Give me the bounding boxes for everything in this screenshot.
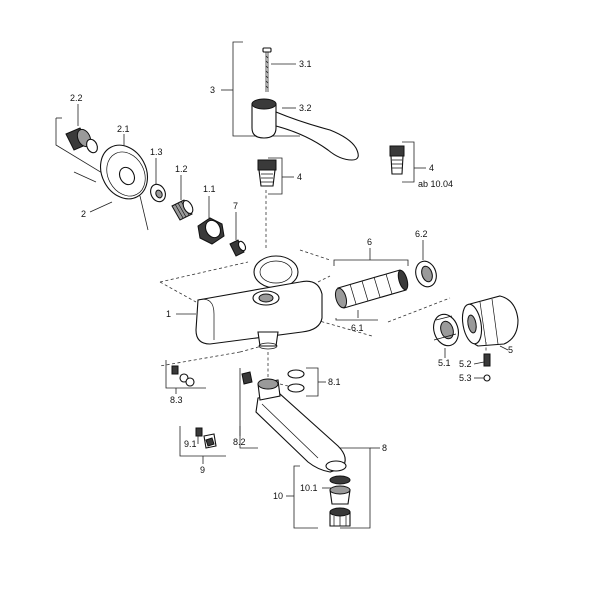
label-8-1: 8.1 xyxy=(328,377,341,387)
label-10: 10 xyxy=(273,491,283,501)
small-parts-1-x: 1.3 1.2 1.1 7 xyxy=(150,147,247,257)
label-1-1: 1.1 xyxy=(203,184,216,194)
cartridge-4-center: 4 xyxy=(257,157,302,250)
screw-3-1 xyxy=(262,47,272,92)
group-6-cartridge: 6 6.1 6.2 xyxy=(333,229,437,333)
spout-8 xyxy=(255,378,347,473)
washer-5-3 xyxy=(483,374,491,382)
group-10-aerator: 10 10.1 xyxy=(273,465,351,529)
orings-8-1 xyxy=(279,367,326,397)
label-8-2: 8.2 xyxy=(233,437,246,447)
label-5-2: 5.2 xyxy=(459,359,472,369)
cartridge-4-right: 4 ab 10.04 xyxy=(389,141,453,189)
clip-8-2 xyxy=(241,371,253,385)
label-1-3: 1.3 xyxy=(150,147,163,157)
lever-3-2 xyxy=(251,98,359,161)
label-3-2: 3.2 xyxy=(299,103,312,113)
label-5-1: 5.1 xyxy=(438,358,451,368)
label-2: 2 xyxy=(81,209,86,219)
adapter-5-1 xyxy=(433,313,459,347)
nipple-1-2 xyxy=(171,199,194,221)
label-5: 5 xyxy=(508,345,513,355)
cartridge-6-1 xyxy=(334,269,409,309)
label-ab-10-04: ab 10.04 xyxy=(418,179,453,189)
valve-7 xyxy=(229,239,247,257)
aerator-insert xyxy=(329,485,351,505)
label-6-2: 6.2 xyxy=(415,229,428,239)
label-2-2: 2.2 xyxy=(70,93,83,103)
label-3: 3 xyxy=(210,85,215,95)
label-1: 1 xyxy=(166,309,171,319)
label-7: 7 xyxy=(233,201,238,211)
label-2-1: 2.1 xyxy=(117,124,130,134)
label-9-1: 9.1 xyxy=(184,439,197,449)
label-1-2: 1.2 xyxy=(175,164,188,174)
group-9: 9.1 9 xyxy=(179,426,226,475)
group-2-flange: 2.2 2.1 2 xyxy=(55,93,149,231)
label-8-3: 8.3 xyxy=(170,395,183,405)
label-3-1: 3.1 xyxy=(299,59,312,69)
group-8-spout: 8 8.2 8.1 xyxy=(233,367,387,529)
group-5-knob: 5.1 5 5.2 5.3 xyxy=(433,295,519,383)
label-9: 9 xyxy=(200,465,205,475)
nut-1-1 xyxy=(197,217,225,245)
label-8: 8 xyxy=(382,443,387,453)
group-8-3: 8.3 xyxy=(165,360,206,405)
label-6-1: 6.1 xyxy=(351,323,364,333)
label-4-right: 4 xyxy=(429,163,434,173)
ring-6-2 xyxy=(415,260,437,288)
screw-5-2 xyxy=(483,353,491,367)
gasket-10-1 xyxy=(329,475,351,485)
aerator-housing xyxy=(329,507,351,527)
label-10-1: 10.1 xyxy=(300,483,318,493)
label-4-center: 4 xyxy=(297,172,302,182)
label-6: 6 xyxy=(367,237,372,247)
label-5-3: 5.3 xyxy=(459,373,472,383)
mixer-body-1: 1 xyxy=(159,249,451,380)
rosette-2-1 xyxy=(99,144,149,200)
connector-2-2 xyxy=(65,127,98,154)
group-3-lever-handle: 3.1 3 3.2 xyxy=(210,41,359,161)
knob-5 xyxy=(461,295,519,347)
